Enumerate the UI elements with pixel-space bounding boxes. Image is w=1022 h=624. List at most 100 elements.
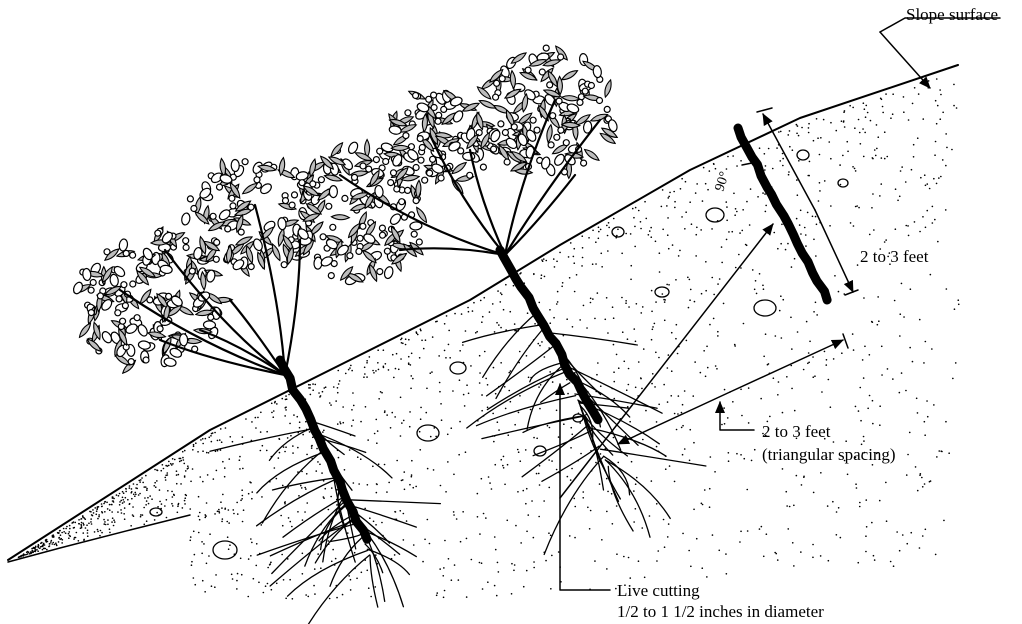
root <box>533 430 592 455</box>
bud <box>554 134 560 140</box>
bud <box>122 303 128 309</box>
live-cutting-label-line2: 1/2 to 1 1/2 inches in diameter <box>617 602 824 621</box>
bud <box>405 110 411 116</box>
bud <box>183 238 189 244</box>
leaf <box>77 322 92 339</box>
bud <box>399 199 405 205</box>
bud <box>183 245 189 251</box>
bud <box>88 310 94 316</box>
bud <box>318 177 324 183</box>
spacing-arrow-up <box>560 224 773 498</box>
bud <box>558 127 564 133</box>
root <box>522 424 589 476</box>
bud <box>418 157 424 163</box>
root <box>542 446 599 481</box>
bud <box>427 170 433 176</box>
soil-base-line <box>8 515 190 562</box>
root <box>346 500 441 504</box>
stone <box>706 208 724 222</box>
bud <box>581 160 587 166</box>
bud <box>179 334 188 346</box>
bud <box>100 330 113 344</box>
bud <box>422 177 428 183</box>
bud <box>242 159 248 165</box>
bud <box>130 252 136 258</box>
bud <box>360 223 366 229</box>
bud <box>248 264 254 270</box>
bud <box>558 54 564 60</box>
bud <box>431 105 437 111</box>
live-cutting-label-line1: Live cutting <box>617 581 700 600</box>
bud <box>511 124 517 130</box>
branch <box>470 150 505 255</box>
bud <box>563 140 569 146</box>
bud <box>547 82 553 88</box>
bud <box>347 253 353 259</box>
bud <box>493 94 499 100</box>
bud <box>231 159 239 171</box>
root <box>605 460 650 537</box>
bud <box>230 203 236 209</box>
root <box>269 427 314 461</box>
bud <box>431 92 437 98</box>
bud <box>553 153 566 167</box>
bud <box>123 250 129 256</box>
right-angle-label: 90° <box>713 170 733 193</box>
leaf <box>329 141 344 158</box>
bud <box>320 234 326 240</box>
leaf <box>561 69 579 82</box>
bud <box>310 181 316 187</box>
bud <box>380 232 386 238</box>
bud <box>467 172 473 178</box>
bud <box>342 195 348 201</box>
stone <box>450 362 466 374</box>
stone <box>150 508 162 516</box>
bud <box>377 148 383 154</box>
bud <box>597 98 603 104</box>
bud <box>119 238 129 251</box>
bud <box>217 184 223 190</box>
bud <box>88 287 94 293</box>
bud <box>556 98 562 104</box>
bud <box>577 99 583 105</box>
bud <box>403 133 409 139</box>
root <box>257 479 337 526</box>
bud <box>388 212 402 226</box>
bud <box>229 195 235 201</box>
bud <box>225 226 231 232</box>
bud <box>208 314 214 320</box>
bud <box>441 106 447 112</box>
bud <box>329 186 337 198</box>
stone <box>838 179 848 187</box>
bud <box>499 76 505 82</box>
bud <box>143 357 149 363</box>
bud <box>408 144 414 150</box>
bud <box>181 212 191 225</box>
bud <box>210 213 216 219</box>
bud <box>90 280 96 286</box>
slope-surface-leader-arrow <box>880 32 930 88</box>
bud <box>413 93 419 99</box>
bud <box>383 159 389 165</box>
bud <box>419 145 425 151</box>
bud <box>120 318 126 324</box>
leaf <box>583 147 600 162</box>
leaf <box>415 180 421 198</box>
bud <box>498 121 504 127</box>
bud <box>384 248 390 254</box>
cutting-length-tick-top <box>757 108 772 112</box>
root <box>463 325 543 343</box>
spacing-tick-right <box>843 334 848 348</box>
bud <box>525 67 531 73</box>
bud <box>157 326 163 332</box>
root <box>467 372 565 428</box>
leaf <box>509 70 516 88</box>
bud <box>254 177 260 183</box>
soil-stones <box>150 150 848 559</box>
stone <box>797 150 809 160</box>
spacing-label-line2: (triangular spacing) <box>762 445 896 464</box>
bud <box>292 192 298 198</box>
cutting-length-label: 2 to 3 feet <box>860 247 929 266</box>
bud <box>213 256 219 262</box>
stone <box>655 287 669 297</box>
